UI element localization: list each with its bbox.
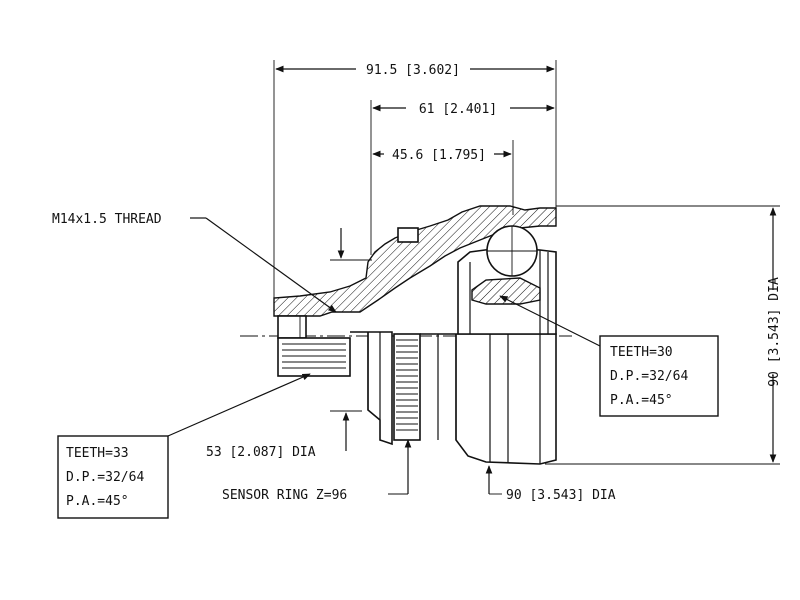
inner-dp-label: D.P.=32/64 bbox=[66, 470, 144, 485]
mid-length-label: 61 [2.401] bbox=[419, 102, 497, 117]
shaft-spline-lines bbox=[282, 343, 346, 369]
bell-diameter-label: 90 [3.543] DIA bbox=[506, 488, 616, 503]
part-geometry bbox=[240, 205, 572, 465]
short-length-label: 45.6 [1.795] bbox=[392, 148, 486, 163]
outer-dp-label: D.P.=32/64 bbox=[610, 369, 688, 384]
dimension-labels: 91.5 [3.602] 61 [2.401] 45.6 [1.795] 90 … bbox=[52, 63, 782, 503]
dimension-lines bbox=[273, 60, 780, 495]
overall-length-label: 91.5 [3.602] bbox=[366, 63, 460, 78]
sensor-ring-teeth bbox=[396, 339, 418, 431]
shaft-diameter-label: 53 [2.087] DIA bbox=[206, 445, 316, 460]
inner-teeth-label: TEETH=33 bbox=[66, 446, 129, 461]
spline-spec-box-inner: TEETH=33 D.P.=32/64 P.A.=45° bbox=[57, 435, 169, 519]
outer-pa-label: P.A.=45° bbox=[610, 393, 673, 408]
outer-diameter-label: 90 [3.543] DIA bbox=[767, 277, 782, 387]
leader-lines bbox=[167, 217, 601, 437]
outer-teeth-label: TEETH=30 bbox=[610, 345, 673, 360]
spline-spec-box-outer: TEETH=30 D.P.=32/64 P.A.=45° bbox=[599, 335, 719, 417]
sensor-ring-label: SENSOR RING Z=96 bbox=[222, 488, 347, 503]
thread-label: M14x1.5 THREAD bbox=[52, 212, 162, 227]
inner-pa-label: P.A.=45° bbox=[66, 494, 129, 509]
